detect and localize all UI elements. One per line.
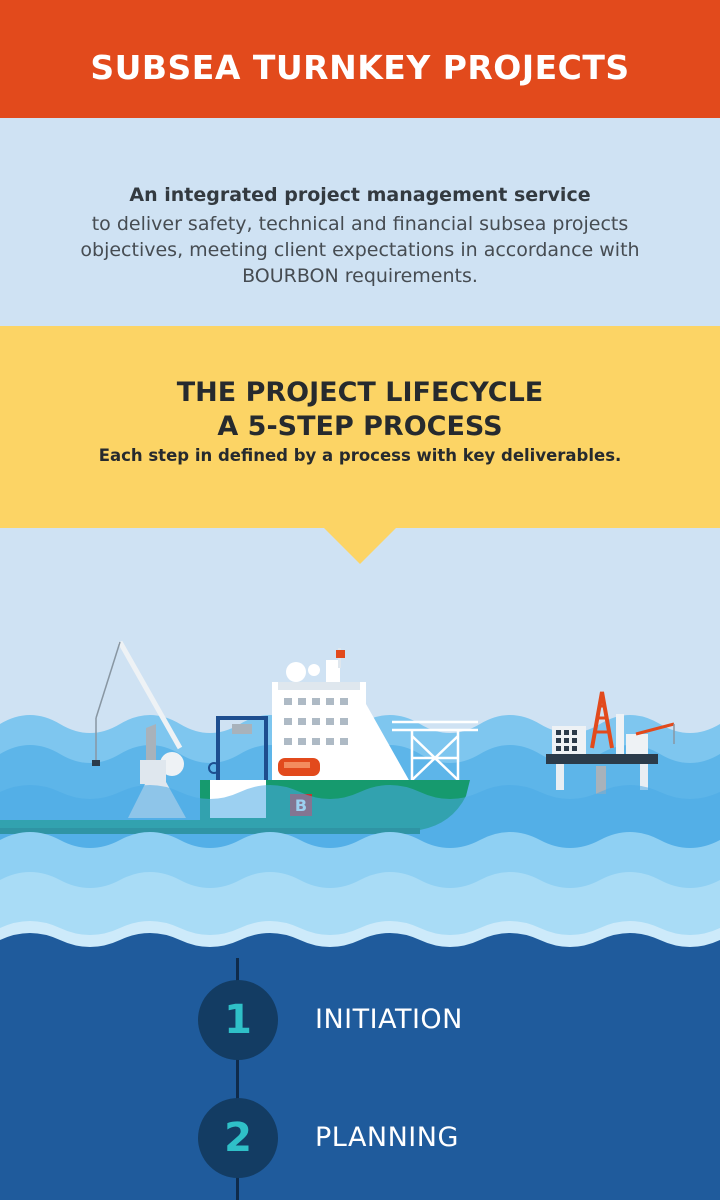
step-label: PLANNING — [315, 1122, 459, 1153]
lifecycle-pointer-arrow — [324, 528, 396, 564]
timeline-line — [236, 958, 239, 1200]
oil-rig-icon — [546, 691, 675, 794]
step-number: 2 — [224, 1115, 252, 1161]
step-item: 2 PLANNING — [198, 1098, 720, 1178]
lifecycle-section: THE PROJECT LIFECYCLE A 5-STEP PROCESS E… — [0, 326, 720, 528]
lifecycle-title-line2: A 5-STEP PROCESS — [217, 411, 503, 442]
ocean-scene-illustration: B — [0, 640, 720, 958]
intro-headline: An integrated project management service — [129, 184, 591, 206]
intro-description: to deliver safety, technical and financi… — [80, 213, 640, 287]
lifecycle-subtitle: Each step in defined by a process with k… — [98, 446, 622, 465]
step-number: 1 — [224, 997, 252, 1043]
header-banner: SUBSEA TURNKEY PROJECTS — [0, 0, 720, 118]
lifecycle-title: THE PROJECT LIFECYCLE A 5-STEP PROCESS — [0, 376, 720, 444]
step-number-circle: 2 — [198, 1098, 278, 1178]
step-number-circle: 1 — [198, 980, 278, 1060]
step-item: 1 INITIATION — [198, 980, 720, 1060]
intro-section: An integrated project management service… — [0, 118, 720, 326]
page-title: SUBSEA TURNKEY PROJECTS — [90, 48, 630, 87]
steps-section: 1 INITIATION 2 PLANNING — [0, 958, 720, 1200]
deep-sea-edge — [0, 933, 720, 958]
step-label: INITIATION — [315, 1004, 463, 1035]
lifecycle-title-line1: THE PROJECT LIFECYCLE — [176, 377, 544, 408]
